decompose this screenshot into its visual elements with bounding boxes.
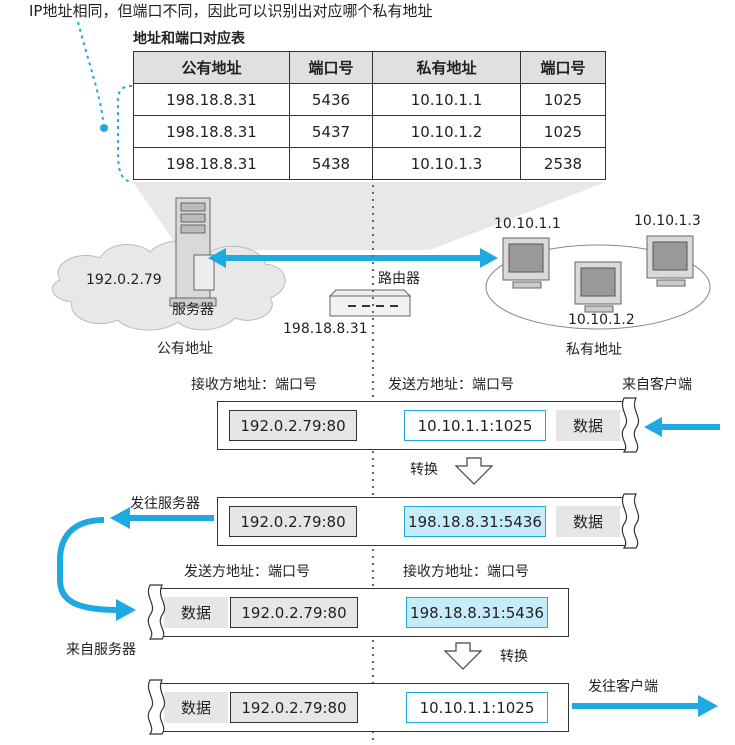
to-server-arrow <box>110 507 214 529</box>
cell-private-port: 1025 <box>520 83 606 116</box>
server-icon <box>169 197 217 307</box>
convert-label-1: 转换 <box>410 462 438 478</box>
convert-arrow-2 <box>443 642 483 670</box>
table-row: 198.18.8.31 5436 10.10.1.1 1025 <box>133 83 606 116</box>
packet-3: 数据 192.0.2.79:80 198.18.8.31:5436 <box>155 588 569 637</box>
packet-1-data: 数据 <box>556 410 620 441</box>
connection-arrow <box>208 248 498 268</box>
callout-dot <box>100 124 108 132</box>
note-text: IP地址相同，但端口不同，因此可以识别出对应哪个私有地址 <box>29 2 433 20</box>
packet-2-src: 198.18.8.31:5436 <box>404 506 546 537</box>
from-client-arrow <box>644 417 720 437</box>
recv-header-2: 接收方地址：端口号 <box>403 564 529 580</box>
header-private-port: 端口号 <box>520 51 606 84</box>
packet-3-data: 数据 <box>164 597 228 628</box>
pc-icon-1 <box>502 237 550 289</box>
server-ip-label: 192.0.2.79 <box>86 272 162 288</box>
pc2-ip-label: 10.10.1.2 <box>568 312 635 328</box>
pc3-ip-label: 10.10.1.3 <box>634 213 701 229</box>
send-header-1: 发送方地址：端口号 <box>388 377 514 393</box>
cell-public-address: 198.18.8.31 <box>133 83 290 116</box>
packet-1-src: 10.10.1.1:1025 <box>404 410 546 441</box>
cell-public-port: 5436 <box>289 83 373 116</box>
router-ip-label: 198.18.8.31 <box>283 321 368 337</box>
table-title: 地址和端口对应表 <box>133 31 245 47</box>
address-port-table: 公有地址 端口号 私有地址 端口号 198.18.8.31 5436 10.10… <box>133 51 606 180</box>
recv-header-1: 接收方地址：端口号 <box>191 377 317 393</box>
private-address-label: 私有地址 <box>566 342 622 358</box>
server-label: 服务器 <box>172 302 214 318</box>
packet-4-data: 数据 <box>164 692 228 723</box>
cell-private-port: 1025 <box>520 115 606 148</box>
table-shadow <box>133 182 606 250</box>
callout-bracket <box>116 85 133 183</box>
router-label: 路由器 <box>378 271 420 287</box>
cell-public-port: 5437 <box>289 115 373 148</box>
packet-1: 192.0.2.79:80 10.10.1.1:1025 数据 <box>217 401 631 450</box>
pc-icon-3 <box>646 235 694 287</box>
packet-3-src: 192.0.2.79:80 <box>230 597 358 628</box>
loop-arrow <box>57 517 119 613</box>
table-header-row: 公有地址 端口号 私有地址 端口号 <box>133 51 606 84</box>
packet-2-dst: 192.0.2.79:80 <box>229 506 357 537</box>
public-address-label: 公有地址 <box>157 341 213 357</box>
pc1-ip-label: 10.10.1.1 <box>494 216 561 232</box>
header-public-address: 公有地址 <box>133 51 290 84</box>
from-server-label: 来自服务器 <box>66 642 136 658</box>
cell-private-port: 2538 <box>520 147 606 180</box>
to-server-label: 发往服务器 <box>130 496 200 512</box>
to-client-arrow <box>572 695 718 717</box>
packet-4-src: 192.0.2.79:80 <box>230 692 358 723</box>
header-private-address: 私有地址 <box>372 51 521 84</box>
cell-private-address: 10.10.1.1 <box>372 83 521 116</box>
convert-arrow-1 <box>454 457 494 485</box>
packet-3-dst: 198.18.8.31:5436 <box>406 597 548 628</box>
header-public-port: 端口号 <box>289 51 373 84</box>
packet-4: 数据 192.0.2.79:80 10.10.1.1:1025 <box>155 683 569 732</box>
loop-arrow-head <box>116 599 136 621</box>
cell-private-address: 10.10.1.3 <box>372 147 521 180</box>
router-icon <box>328 289 412 317</box>
cell-private-address: 10.10.1.2 <box>372 115 521 148</box>
cell-public-address: 198.18.8.31 <box>133 115 290 148</box>
packet-2: 192.0.2.79:80 198.18.8.31:5436 数据 <box>217 497 631 546</box>
pc-icon-2 <box>574 261 622 313</box>
table-row: 198.18.8.31 5438 10.10.1.3 2538 <box>133 147 606 180</box>
table-row: 198.18.8.31 5437 10.10.1.2 1025 <box>133 115 606 148</box>
from-client-label: 来自客户端 <box>622 377 692 393</box>
callout-line <box>77 21 104 121</box>
to-client-label: 发往客户端 <box>588 679 658 695</box>
cell-public-port: 5438 <box>289 147 373 180</box>
public-cloud <box>51 240 286 331</box>
packet-1-dst: 192.0.2.79:80 <box>229 410 357 441</box>
convert-label-2: 转换 <box>500 649 528 665</box>
cell-public-address: 198.18.8.31 <box>133 147 290 180</box>
packet-4-dst: 10.10.1.1:1025 <box>406 692 548 723</box>
send-header-2: 发送方地址：端口号 <box>184 564 310 580</box>
packet-2-data: 数据 <box>556 506 620 537</box>
